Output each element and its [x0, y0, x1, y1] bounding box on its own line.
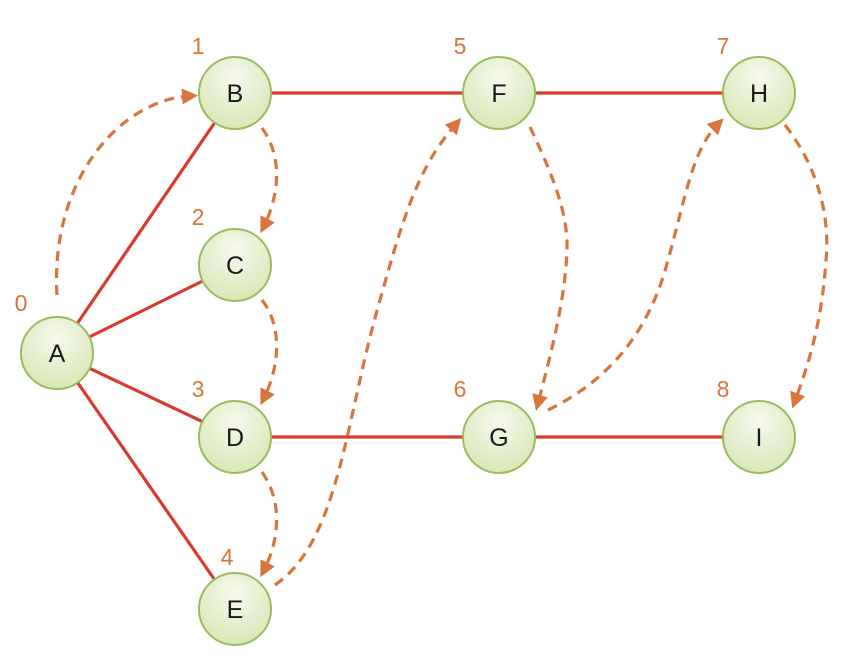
node-label: I	[756, 424, 763, 452]
node-g[interactable]: G	[462, 400, 536, 474]
order-label-i: 8	[717, 376, 730, 402]
order-label-d: 3	[192, 376, 205, 402]
edge-a-b	[55, 92, 237, 354]
node-a[interactable]: A	[20, 316, 94, 390]
order-label-f: 5	[454, 33, 467, 59]
traversal-arrow-d-e	[260, 471, 279, 578]
order-label-c: 2	[192, 204, 205, 230]
order-label-e: 4	[221, 544, 234, 570]
node-label: C	[226, 252, 244, 280]
traversal-arrow-f-g	[528, 126, 569, 411]
node-e[interactable]: E	[198, 572, 272, 646]
edges	[55, 91, 759, 610]
order-label-g: 6	[454, 376, 467, 402]
order-label-b: 1	[192, 33, 205, 59]
visit-order-labels: 0 1 2 3 4 5 6 7 8	[15, 33, 730, 570]
traversal-arrow-b-c	[260, 127, 279, 234]
node-f[interactable]: F	[462, 56, 536, 130]
traversal-arrow-a-b	[54, 88, 198, 296]
node-label: G	[489, 424, 508, 452]
traversal-arrow-c-d	[260, 299, 279, 406]
node-label: H	[750, 80, 768, 108]
traversal-arrow-h-i	[783, 124, 829, 409]
node-i[interactable]: I	[722, 400, 796, 474]
traversal-arrows	[54, 88, 829, 587]
nodes: A B C D E F G H I	[20, 56, 796, 646]
node-c[interactable]: C	[198, 228, 272, 302]
node-label: B	[227, 80, 244, 108]
edge-a-e	[55, 352, 237, 610]
node-label: D	[226, 424, 244, 452]
traversal-arrow-e-f	[274, 117, 462, 587]
traversal-arrow-g-h	[547, 118, 724, 412]
node-label: E	[227, 596, 244, 624]
order-label-a: 0	[15, 290, 28, 316]
node-d[interactable]: D	[198, 400, 272, 474]
order-label-h: 7	[717, 33, 730, 59]
node-label: A	[49, 340, 66, 368]
node-label: F	[491, 80, 506, 108]
node-h[interactable]: H	[722, 56, 796, 130]
node-b[interactable]: B	[198, 56, 272, 130]
